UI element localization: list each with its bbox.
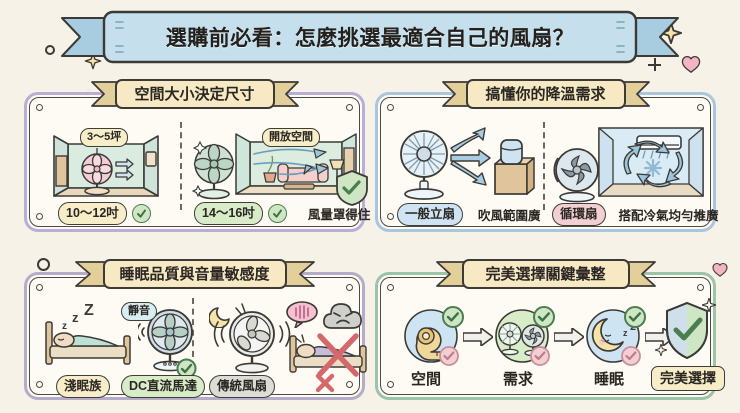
open-room-scene [192,128,362,206]
pedestal-fan-scene [391,124,541,204]
panel-space-size[interactable]: 空間大小決定尺寸 [24,79,370,232]
size-small-label: 10〜12吋 [58,202,127,225]
panel-ribbon-label: 空間大小決定尺寸 [134,85,255,103]
screw-br [346,213,353,220]
step-sleep-label: 睡眠 [594,371,625,388]
result-label: 完美選擇 [651,366,725,391]
room-size-badge: 3〜5坪 [80,128,129,147]
panel-divider [180,122,182,210]
small-room-scene [50,130,170,204]
screw-bl [36,381,43,388]
screw-tr [697,284,704,291]
noise-bubble-icon [285,300,319,328]
screw-bl [36,213,43,220]
dc-motor-tag: DC直流馬達 [121,375,206,398]
arrow-2-icon [554,328,584,346]
panel-ribbon-label: 搞懂你的降溫需求 [485,85,606,103]
restless-person-scene [286,330,372,382]
screw-tr [346,104,353,111]
traditional-fan-row: 傳統風扇 [209,375,276,398]
pedestal-fan-label-row: 一般立扇 吹風範圍廣 [397,203,541,226]
angry-cloud-icon [322,300,362,336]
screw-tl [387,104,394,111]
panel-sleep-noise[interactable]: 睡眠品質與音量敏感度 z z Z [24,259,367,400]
step-space-icon-group [397,306,469,366]
pedestal-fan-note: 吹風範圍廣 [478,208,541,223]
step-sleep-icon-group: z z [579,306,651,366]
dc-fan-check-icon [176,358,197,379]
result-label-row: 完美選擇 [651,366,725,391]
panel-ribbon: 完美選擇關鍵彙整 [431,259,661,289]
screw-tl [36,284,43,291]
panel-cooling-need[interactable]: 搞懂你的降溫需求 [375,79,719,232]
panel-divider [543,122,545,210]
room-size-badge-row: 3〜5坪 [80,128,129,147]
panel-divider [192,298,194,378]
check-icon-large [267,203,287,223]
screw-br [346,381,353,388]
panel-summary[interactable]: 完美選擇關鍵彙整 [375,259,725,400]
open-space-badge: 開放空間 [262,128,320,147]
cross-icon [314,372,336,394]
result-sparkle-b [655,344,667,356]
step-sleep-label-row: 睡眠 [594,368,624,389]
airflow-note: 風量罩得住 [307,207,371,222]
circulator-fan-tag: 循環扇 [552,203,606,226]
step-space-label-row: 空間 [411,368,441,389]
circle-decoration-d [37,258,50,271]
dc-motor-row: DC直流馬達 [121,375,206,398]
step-need-icon-group [488,306,560,366]
svg-text:Z: Z [84,302,94,319]
circulator-fan-label-row: 循環扇 搭配冷氣均勻推廣 [552,203,719,226]
sleeping-person-scene: z z Z [40,302,138,372]
page-title: 選購前必看：怎麼挑選最適合自己的風扇？ [165,27,575,50]
screw-tl [36,104,43,111]
step-space-label: 空間 [411,371,442,388]
screw-bl [387,213,394,220]
step-need-label: 需求 [503,371,534,388]
arrow-1-icon [463,328,493,346]
screw-tr [346,284,353,291]
noisy-fan-scene [212,300,292,376]
size-small-row: 10〜12吋 [58,202,151,225]
circulator-fan-note: 搭配冷氣均勻推廣 [618,208,719,223]
panel-ribbon: 睡眠品質與音量敏感度 [70,259,320,289]
panel-ribbon-label: 完美選擇關鍵彙整 [485,265,606,283]
screw-bl [387,381,394,388]
pedestal-fan-tag: 一般立扇 [397,203,464,226]
screw-br [697,213,704,220]
check-icon-small [131,203,151,223]
panel-ribbon-label: 睡眠品質與音量敏感度 [119,265,270,283]
svg-text:z: z [72,310,79,325]
shield-check-icon [663,300,711,364]
circulator-room-scene [553,124,711,204]
open-space-badge-row: 開放空間 [262,128,320,147]
light-sleeper-row: 淺眠族 [56,375,110,398]
quiet-bubble: 靜音 [121,302,157,321]
panel-ribbon: 空間大小決定尺寸 [86,79,304,109]
size-large-row: 14〜16吋 風量罩得住 [194,202,370,225]
screw-tr [697,104,704,111]
light-sleeper-tag: 淺眠族 [56,375,110,398]
shield-icon [335,169,369,207]
screw-tl [387,284,394,291]
svg-text:z: z [62,321,67,332]
svg-text:z: z [623,328,628,338]
panel-ribbon: 搞懂你的降溫需求 [437,79,655,109]
size-large-label: 14〜16吋 [194,202,263,225]
result-sparkle-a [702,298,716,312]
traditional-fan-tag: 傳統風扇 [209,375,276,398]
title-banner: 選購前必看：怎麼挑選最適合自己的風扇？ [0,8,740,66]
quiet-bubble-row: 靜音 [121,302,157,321]
step-need-label-row: 需求 [503,368,533,389]
